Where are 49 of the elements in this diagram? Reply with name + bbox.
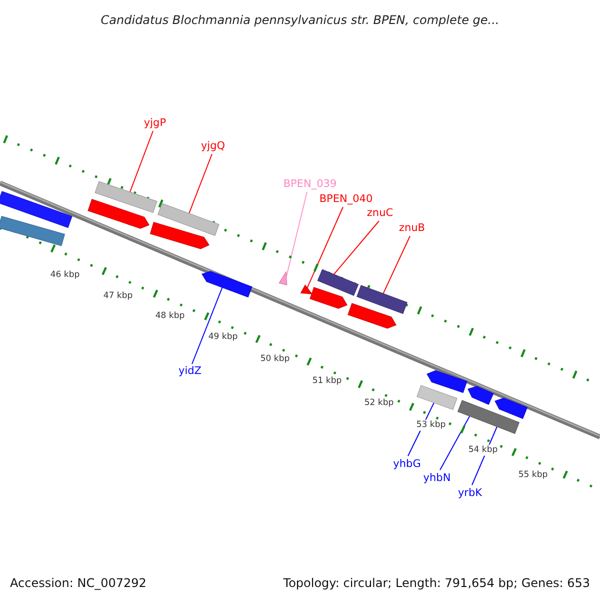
gene-bar <box>158 202 220 236</box>
scale-label: 50 kbp <box>259 354 291 364</box>
scale-label: 48 kbp <box>154 310 186 322</box>
gene-bar <box>0 216 66 246</box>
gene-bar <box>94 180 158 214</box>
gene-bar <box>426 370 468 394</box>
gene-label: BPEN_039 <box>283 178 337 190</box>
gene-bar <box>457 400 520 434</box>
gene-bar <box>494 398 528 419</box>
scale-label: 51 kbp <box>311 376 343 386</box>
leader-line <box>188 154 212 214</box>
gene-bar <box>150 222 210 250</box>
leader-line <box>333 220 380 275</box>
scale-label: 55 kbp <box>517 470 549 480</box>
gene-label: yidZ <box>178 366 202 376</box>
gene-label: BPEN_040 <box>319 194 373 204</box>
gene-bar <box>317 269 359 296</box>
gene-bar <box>278 271 288 286</box>
gene-bar <box>202 271 252 298</box>
gene-label: yhbG <box>393 458 421 470</box>
leader-line <box>382 236 410 294</box>
gene-bar <box>300 284 313 294</box>
gene-label: znuC <box>366 208 394 218</box>
gene-bar <box>468 386 494 405</box>
scale-label: 47 kbp <box>102 290 134 302</box>
gene-bar <box>310 286 348 309</box>
scale-label: 54 kbp <box>467 444 499 456</box>
gene-bar <box>0 190 72 228</box>
gene-bar <box>88 198 150 229</box>
footer-text: Accession: NC_007292 <box>10 577 146 589</box>
map-title: Candidatus Blochmannia pennsylvanicus str. BPEN, complete ge... <box>100 14 500 26</box>
gene-label: znuB <box>398 222 426 234</box>
scale-label: 49 kbp <box>207 332 239 342</box>
gene-label: yhbN <box>423 472 451 484</box>
scale-label: 46 kbp <box>49 270 81 280</box>
gene-label: yjgP <box>144 118 166 128</box>
leader-line <box>129 130 154 193</box>
scale-label: 53 kbp <box>415 420 447 430</box>
leader-line <box>306 206 344 288</box>
gene-bar <box>356 284 408 314</box>
gene-bar <box>416 384 458 410</box>
gene-bar <box>348 302 396 329</box>
leader-line <box>440 416 470 470</box>
scale-label: 52 kbp <box>363 398 395 408</box>
footer-text: Topology: circular; Length: 791,654 bp; Genes: 653 <box>283 577 590 589</box>
gene-label: yjgQ <box>200 140 226 152</box>
leader-line <box>286 192 308 278</box>
gene-label: yrbK <box>458 488 482 498</box>
leader-line <box>192 286 223 364</box>
